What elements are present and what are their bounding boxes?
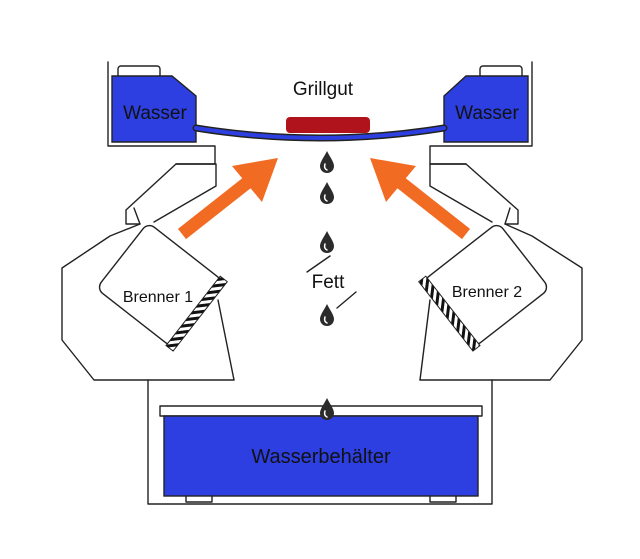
fat-drop-icon xyxy=(319,181,335,205)
fat-drop-icon xyxy=(319,397,335,421)
water-tank-right: Wasser xyxy=(443,65,529,143)
fat-drop-icon xyxy=(319,230,335,254)
bottom-housing xyxy=(147,379,493,505)
fat-drop-icon xyxy=(319,150,335,174)
water-label-left: Wasser xyxy=(123,103,187,124)
burner-label-right: Brenner 2 xyxy=(452,284,522,301)
heat-arrow-left xyxy=(177,158,278,240)
grill-food xyxy=(286,117,370,133)
food-label: Grillgut xyxy=(293,79,354,100)
reservoir-label: Wasserbehälter xyxy=(251,446,391,468)
water-channel xyxy=(192,124,448,142)
fat-drop-icon xyxy=(319,303,335,327)
heat-arrow-right xyxy=(370,158,471,240)
burner-housing-right xyxy=(419,163,583,381)
burner-left xyxy=(98,224,228,352)
fat-drops xyxy=(319,150,335,327)
burner-housing-left xyxy=(61,163,235,381)
water-tank-left: Wasser xyxy=(111,65,197,143)
burner-right xyxy=(418,224,548,352)
fat-label: Fett xyxy=(312,272,345,293)
water-label-right: Wasser xyxy=(455,103,519,124)
burner-label-left: Brenner 1 xyxy=(123,289,193,306)
